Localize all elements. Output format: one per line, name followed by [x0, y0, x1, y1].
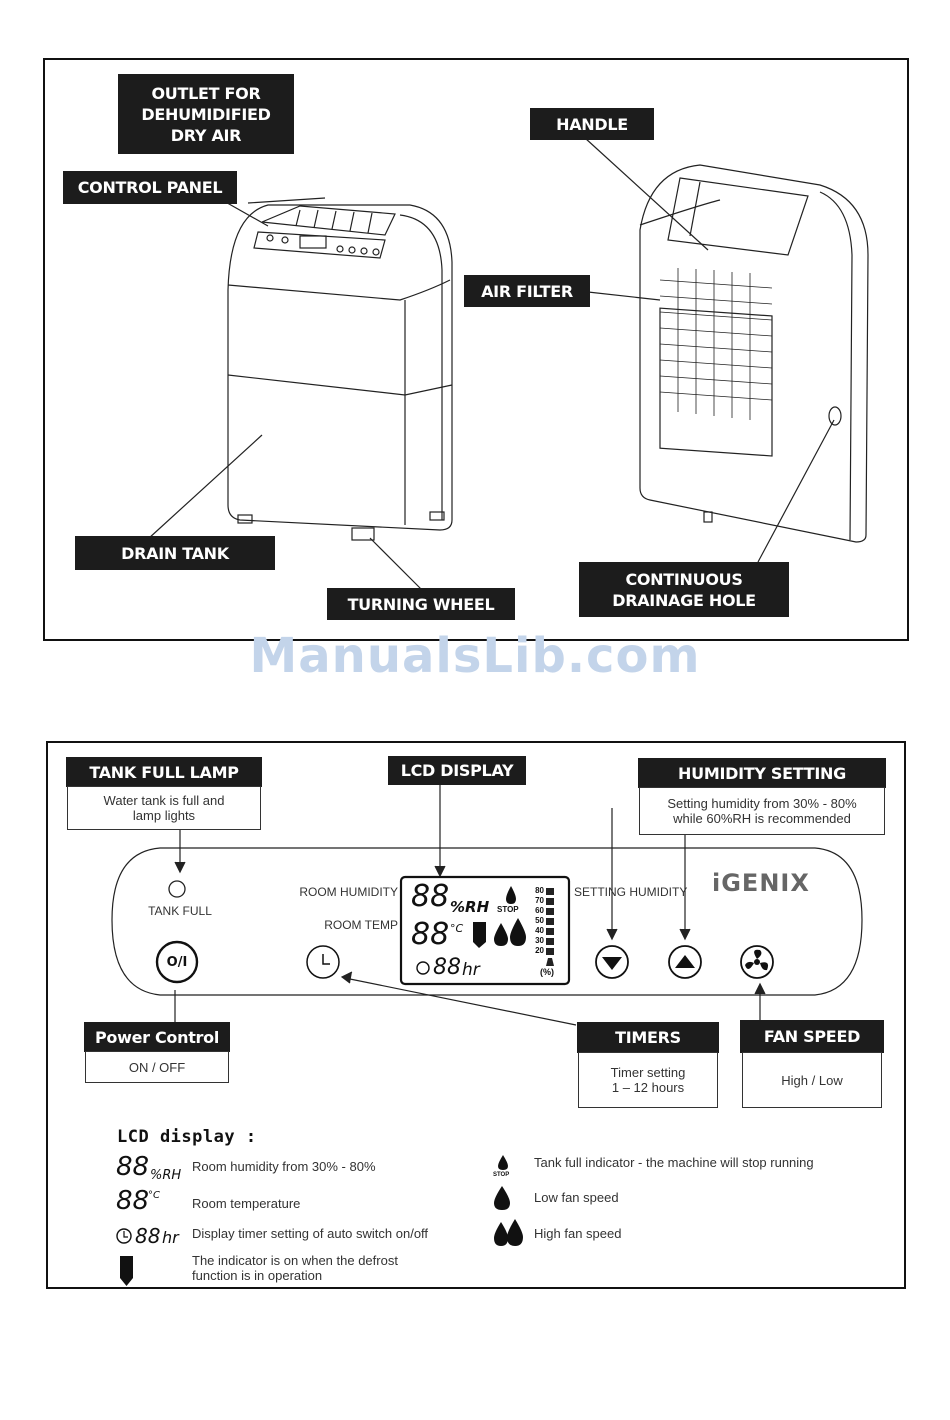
low-fan-drop-icon — [494, 923, 508, 946]
scale-20: 20 — [535, 946, 544, 955]
lcd-pct: (%) — [540, 967, 554, 977]
lcd-c-unit: °C — [450, 922, 464, 935]
lcd-timer-digits: 88 — [433, 955, 461, 980]
legend-temp-text: Room temperature — [192, 1196, 301, 1211]
tank-full-lamp — [168, 880, 186, 898]
label-handle: HANDLE — [530, 108, 654, 140]
high-fan-drop-icon — [510, 918, 526, 946]
label-drain-tank: DRAIN TANK — [75, 536, 275, 570]
front-unit-body — [227, 204, 453, 531]
legend-stop-drop-icon — [498, 1155, 508, 1170]
air-filter-grid — [659, 307, 773, 457]
legend-stop-text: STOP — [493, 1172, 510, 1178]
fan-speed-desc: High / Low — [742, 1052, 882, 1108]
legend-timer-text: Display timer setting of auto switch on/… — [192, 1226, 429, 1241]
label-air-filter: AIR FILTER — [464, 275, 590, 307]
room-temp-text: ROOM TEMP — [324, 918, 398, 932]
scale-50: 50 — [535, 916, 544, 925]
timer-button — [306, 945, 340, 979]
legend-high-fan-text: High fan speed — [534, 1226, 622, 1241]
scale-70: 70 — [535, 896, 544, 905]
legend-hum-unit: %RH — [150, 1168, 182, 1183]
lcd-stop-text: STOP — [497, 905, 519, 914]
label-turning-wheel: TURNING WHEEL — [327, 588, 515, 620]
fan-speed-button — [740, 945, 774, 979]
humidity-bar-meter — [546, 888, 554, 966]
tank-drop-icon — [506, 886, 516, 904]
label-tank-full-lamp: TANK FULL LAMP — [66, 757, 262, 787]
tank-full-lamp-desc: Water tank is full and lamp lights — [67, 786, 261, 830]
lcd-rh-unit: %RH — [450, 898, 490, 916]
rear-unit-body — [639, 164, 869, 543]
legend-high-fan-drop-1 — [494, 1222, 508, 1246]
legend-timer-digits: 88 — [135, 1224, 161, 1248]
lcd-hr-unit: hr — [462, 960, 480, 980]
label-drainage-hole: CONTINUOUS DRAINAGE HOLE — [579, 562, 789, 617]
label-lcd-display: LCD DISPLAY — [388, 756, 526, 785]
legend-temp-unit: °C — [148, 1190, 160, 1201]
label-fan-speed: FAN SPEED — [740, 1020, 884, 1053]
humidity-down-button — [595, 945, 629, 979]
legend-hum-digits: 88 — [116, 1152, 150, 1182]
watermark: ManualsLib.com — [249, 628, 701, 684]
legend-hum-text: Room humidity from 30% - 80% — [192, 1159, 376, 1174]
scale-60: 60 — [535, 906, 544, 915]
power-symbol: O/I — [166, 954, 188, 970]
label-power-control: Power Control — [84, 1022, 230, 1052]
power-control-desc: ON / OFF — [85, 1051, 229, 1083]
label-timers: TIMERS — [577, 1022, 719, 1053]
scale-40: 40 — [535, 926, 544, 935]
brand-logo: iGENIX — [712, 869, 810, 897]
timers-desc: Timer setting 1 – 12 hours — [578, 1052, 718, 1108]
defrost-indicator-icon — [473, 922, 486, 948]
power-button-ring — [155, 940, 199, 984]
humidity-up-button — [668, 945, 702, 979]
scale-80: 80 — [535, 886, 544, 895]
legend-tank-full-text: Tank full indicator - the machine will s… — [534, 1155, 814, 1170]
label-control-panel: CONTROL PANEL — [63, 171, 237, 204]
control-panel-frame — [46, 741, 906, 1289]
panel-outline — [111, 847, 863, 996]
product-diagram-frame — [43, 58, 909, 641]
power-button[interactable]: O/I — [157, 942, 197, 982]
label-outlet: OUTLET FOR DEHUMIDIFIED DRY AIR — [118, 74, 294, 154]
legend-defrost-icon — [120, 1256, 133, 1286]
humidity-setting-desc: Setting humidity from 30% - 80% while 60… — [639, 787, 885, 835]
legend-high-fan-drop-2 — [507, 1219, 523, 1246]
legend-low-fan-drop-icon — [494, 1186, 510, 1210]
legend-low-fan-text: Low fan speed — [534, 1190, 619, 1205]
dehumidifier-illustration — [147, 137, 869, 593]
lcd-humidity-digits: 88 — [411, 879, 450, 914]
room-humidity-text: ROOM HUMIDITY — [299, 885, 398, 899]
scale-30: 30 — [535, 936, 544, 945]
legend-temp-digits: 88 — [116, 1186, 150, 1216]
legend-timer-unit: hr — [162, 1228, 179, 1247]
lcd-temp-digits: 88 — [411, 917, 450, 952]
legend-title: LCD display : — [117, 1127, 257, 1147]
legend-defrost-text: The indicator is on when the defrost fun… — [192, 1253, 398, 1283]
lcd-scale: 80 70 60 50 40 30 20 — [530, 886, 544, 956]
setting-humidity-text: SETTING HUMIDITY — [574, 885, 688, 899]
label-humidity-setting: HUMIDITY SETTING — [638, 758, 886, 788]
tank-full-text: TANK FULL — [148, 904, 212, 918]
